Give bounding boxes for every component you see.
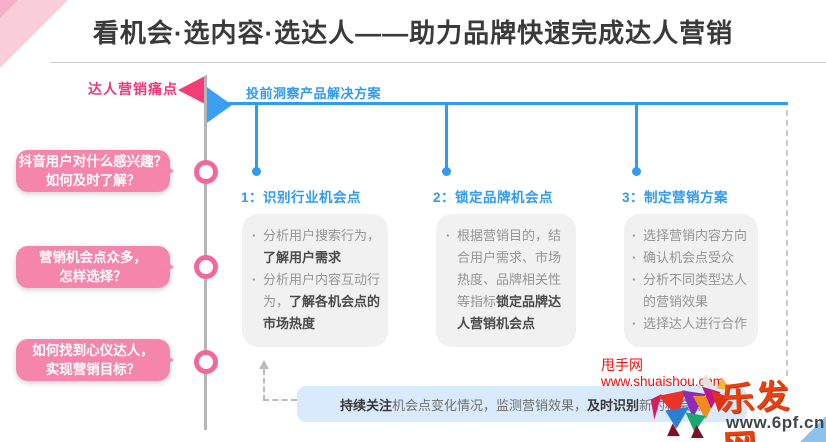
- list-item: 确认机会点受众: [632, 247, 752, 269]
- bullet-dot-icon: [252, 269, 263, 335]
- step-2-box: 根据营销目的，结合用户需求、市场热度、品牌相关性等指标锁定品牌达人营销机会点: [436, 214, 576, 347]
- step-1-title: 1：识别行业机会点: [241, 190, 362, 205]
- bullet-text: 分析不同类型达人的营销效果: [643, 272, 748, 309]
- watermark-lefa-url: www.6pf.cn: [726, 413, 825, 432]
- bullet-dot-icon: [632, 225, 643, 247]
- timeline-vertical-line: [204, 76, 207, 430]
- feedback-dash-horizontal: [263, 399, 297, 401]
- bull-logo: [650, 373, 732, 438]
- bullet-text: 分析用户搜索行为，了解用户需求: [263, 228, 381, 265]
- list-item: 选择营销内容方向: [632, 225, 752, 247]
- corner-triangle: [800, 416, 826, 442]
- list-item: 根据营销目的，结合用户需求、市场热度、品牌相关性等指标锁定品牌达人营销机会点: [446, 225, 570, 335]
- bullet-text: 根据营销目的，结合用户需求、市场热度、品牌相关性等指标锁定品牌达人营销机会点: [457, 228, 562, 331]
- page-title: 看机会·选内容·选达人——助力品牌快速完成达人营销: [92, 18, 734, 48]
- bubble-line: 如何及时了解？: [45, 173, 141, 188]
- bullet-dot-icon: [446, 225, 457, 335]
- bubble-line: 抖音用户对什么感兴趣？: [18, 154, 168, 169]
- list-item: 分析用户搜索行为，了解用户需求: [252, 225, 382, 269]
- step-1-box: 分析用户搜索行为，了解用户需求 分析用户内容互动行为，了解各机会点的市场热度: [242, 214, 388, 347]
- list-item: 分析不同类型达人的营销效果: [632, 269, 752, 313]
- bullet-dot-icon: [252, 225, 263, 269]
- pain-arrow-icon: [178, 75, 207, 105]
- bullet-text: 选择营销内容方向: [643, 228, 748, 243]
- step-3-box: 选择营销内容方向 确认机会点受众 分析不同类型达人的营销效果 选择达人进行合作: [624, 214, 758, 347]
- feedback-arrowhead-icon: [259, 360, 269, 369]
- bubble-line: 怎样选择？: [59, 269, 127, 284]
- step-3-connector: [632, 105, 641, 176]
- timeline-node-icon: [194, 350, 218, 374]
- list-item: 分析用户内容互动行为，了解各机会点的市场热度: [252, 269, 382, 335]
- bullet-dot-icon: [632, 269, 643, 313]
- step-1-connector: [252, 105, 261, 176]
- bullet-dot-icon: [632, 313, 643, 335]
- list-item: 选择达人进行合作: [632, 313, 752, 335]
- pain-bubble-3: 如何找到心仪达人， 实现营销目标？: [16, 339, 174, 381]
- watermark-shuaishou-url: www.shuaishou.com: [601, 374, 725, 389]
- timeline-node-icon: [194, 160, 218, 184]
- step-2-title: 2：锁定品牌机会点: [433, 190, 554, 205]
- watermark-shuaishou-name: 甩手网: [601, 357, 643, 373]
- feedback-dash-vertical: [263, 369, 265, 401]
- bullet-text: 确认机会点受众: [643, 250, 735, 265]
- solution-horizontal-line: [226, 102, 788, 105]
- right-dashed-line: [786, 110, 788, 376]
- pain-bubble-2: 营销机会点众多， 怎样选择？: [16, 246, 174, 288]
- title-divider: [50, 62, 826, 63]
- bubble-line: 实现营销目标？: [45, 362, 141, 377]
- solution-label: 投前洞察产品解决方案: [246, 86, 382, 101]
- step-2-connector: [442, 105, 451, 176]
- bullet-dot-icon: [632, 247, 643, 269]
- step-3-title: 3：制定营销方案: [622, 190, 729, 205]
- bullet-text: 选择达人进行合作: [643, 316, 748, 331]
- pain-bubble-1: 抖音用户对什么感兴趣？ 如何及时了解？: [16, 150, 174, 192]
- pain-points-label: 达人营销痛点: [88, 81, 178, 97]
- solution-arrow-icon: [204, 85, 232, 125]
- bullet-text: 分析用户内容互动行为，了解各机会点的市场热度: [263, 272, 381, 331]
- bubble-line: 如何找到心仪达人，: [32, 343, 154, 358]
- bubble-line: 营销机会点众多，: [39, 250, 147, 265]
- timeline-node-icon: [194, 255, 218, 279]
